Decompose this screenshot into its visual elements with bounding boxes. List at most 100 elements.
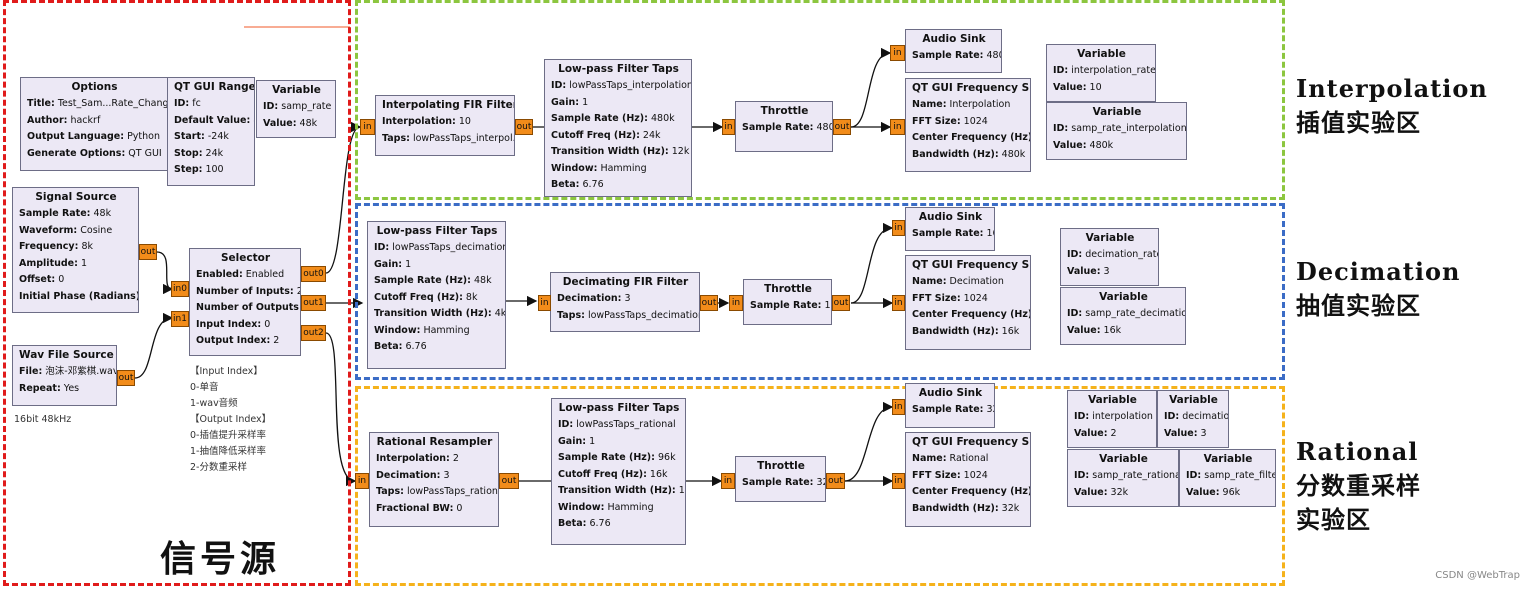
help-line: 2-分数重采样 bbox=[190, 462, 247, 473]
param-key: Interpolation: bbox=[376, 453, 450, 464]
port-resampler-out[interactable]: out bbox=[499, 473, 519, 489]
block-param: Interpolation: 2 bbox=[376, 451, 493, 468]
port-selector-out1[interactable]: out1 bbox=[301, 295, 326, 311]
param-value: samp_rate_filter bbox=[1204, 470, 1276, 481]
param-key: Gain: bbox=[551, 96, 580, 108]
port-throttle2-in[interactable]: in bbox=[729, 295, 743, 311]
rational-zone-label: Rational 分数重采样 实验区 bbox=[1296, 435, 1421, 537]
port-sigsrc-out[interactable]: out bbox=[139, 244, 157, 260]
block-param: Taps: lowPassTaps_rational bbox=[376, 484, 498, 501]
port-throttle3-out[interactable]: out bbox=[826, 473, 845, 489]
block-param: Value: 32k bbox=[1074, 485, 1173, 502]
block-param: Value: 480k bbox=[1053, 138, 1181, 155]
param-value: 泡沫-邓紫棋.wav bbox=[45, 366, 117, 377]
block-param: Decimation: 3 bbox=[376, 468, 493, 485]
block-param: Input Index: 0 bbox=[196, 317, 295, 334]
block-param: Taps: lowPassTaps_decimation bbox=[557, 308, 699, 325]
block-param: Decimation: 3 bbox=[557, 291, 694, 308]
param-value: 480k bbox=[1089, 139, 1114, 151]
param-key: Transition Width (Hz): bbox=[374, 308, 492, 319]
block-param: Repeat: Yes bbox=[19, 381, 111, 398]
port-audio1-in[interactable]: in bbox=[890, 45, 905, 61]
port-resampler-in[interactable]: in bbox=[355, 473, 369, 489]
port-audio3-in[interactable]: in bbox=[892, 399, 905, 415]
port-freq3-in[interactable]: in bbox=[892, 473, 905, 489]
port-selector-in0[interactable]: in0 bbox=[171, 281, 189, 297]
block-param: ID: lowPassTaps_decimation bbox=[374, 240, 505, 257]
param-key: Beta: bbox=[558, 518, 587, 529]
param-key: ID: bbox=[1067, 308, 1083, 319]
port-audio2-in[interactable]: in bbox=[892, 220, 905, 236]
param-key: Stop: bbox=[174, 147, 203, 159]
param-key: Default Value: bbox=[174, 114, 251, 126]
port-lpfdec-out[interactable]: in bbox=[538, 295, 551, 311]
port-interp-out[interactable]: out bbox=[515, 119, 533, 135]
param-key: Gain: bbox=[374, 258, 403, 270]
port-wav-out[interactable]: out bbox=[117, 370, 135, 386]
block-param: Waveform: Cosine bbox=[19, 223, 133, 240]
param-key: Bandwidth (Hz): bbox=[912, 325, 999, 337]
port-throttle2-out[interactable]: out bbox=[832, 295, 850, 311]
param-key: Cutoff Freq (Hz): bbox=[551, 129, 640, 141]
param-key: Window: bbox=[551, 162, 598, 174]
param-value: 6.76 bbox=[582, 179, 604, 190]
port-selector-out0[interactable]: out0 bbox=[301, 266, 326, 282]
block-param: Sample Rate: 480k bbox=[912, 48, 1001, 65]
block-param: Transition Width (Hz): 100 bbox=[558, 483, 685, 500]
port-throttle1-in[interactable]: in bbox=[722, 119, 735, 135]
param-value: 8k bbox=[253, 115, 254, 126]
param-value: 100 bbox=[205, 164, 224, 175]
param-key: Bandwidth (Hz): bbox=[912, 148, 999, 160]
param-value: 1024 bbox=[963, 115, 988, 127]
param-value: 2 bbox=[1110, 427, 1117, 439]
port-selector-in1[interactable]: in1 bbox=[171, 311, 189, 327]
block-param: Beta: 6.76 bbox=[551, 177, 686, 194]
param-key: Step: bbox=[174, 164, 203, 175]
block-title: Audio Sink bbox=[918, 211, 983, 223]
param-key: FFT Size: bbox=[912, 292, 961, 304]
port-selector-out2[interactable]: out2 bbox=[301, 325, 326, 341]
param-value: 48k bbox=[473, 275, 492, 286]
port-throttle1-out[interactable]: out bbox=[833, 119, 851, 135]
freq-sink-interp-block[interactable]: QT GUI Frequency SinkName: Interpolation… bbox=[905, 78, 1031, 172]
param-key: Cutoff Freq (Hz): bbox=[558, 468, 647, 480]
port-freq2-in[interactable]: in bbox=[892, 295, 905, 311]
block-title: Audio Sink bbox=[922, 33, 986, 45]
param-key: Sample Rate: bbox=[750, 300, 822, 311]
param-value: samp_rate_interpolation bbox=[1071, 123, 1187, 134]
label-line: Decimation bbox=[1296, 257, 1461, 286]
port-freq1-in[interactable]: in bbox=[890, 119, 905, 135]
freq-sink-dec-block[interactable]: QT GUI Frequency SinkName: DecimationFFT… bbox=[905, 255, 1031, 350]
port-decfir-out[interactable]: out bbox=[700, 295, 718, 311]
port-interp-in[interactable]: in bbox=[360, 119, 375, 135]
param-value: 6.76 bbox=[589, 518, 611, 529]
port-throttle3-in[interactable]: in bbox=[721, 473, 735, 489]
